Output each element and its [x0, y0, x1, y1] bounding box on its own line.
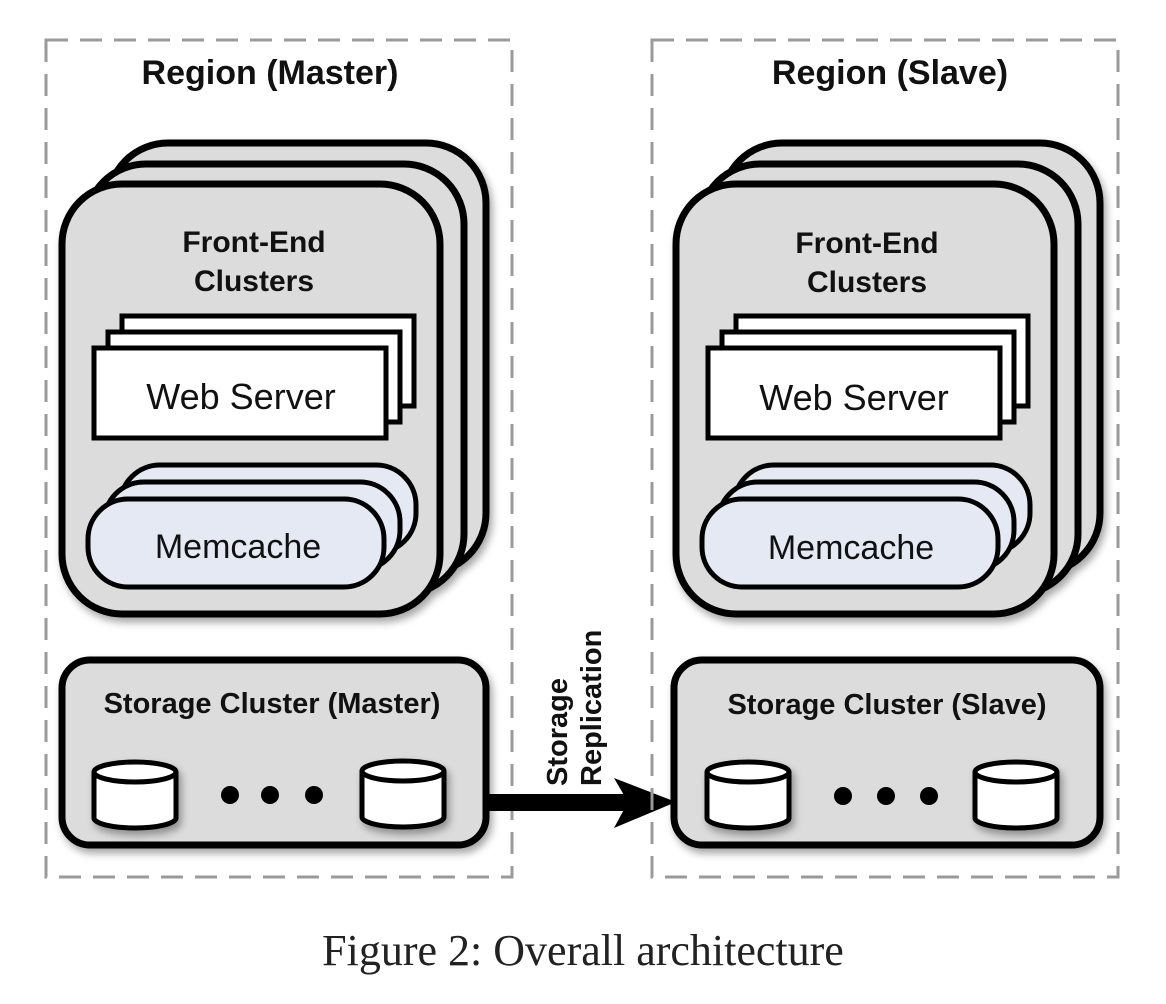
memcache-label-slave: Memcache [768, 529, 934, 567]
storage-cluster-label-master: Storage Cluster (Master) [104, 688, 441, 720]
storage-cluster-label-slave: Storage Cluster (Slave) [727, 689, 1046, 721]
storage-replication-arrow [488, 778, 676, 828]
replication-label-line1: Storage [542, 678, 574, 786]
database-icon [359, 758, 447, 830]
replication-label-line2: Replication [576, 630, 608, 786]
ellipsis-dots [221, 786, 323, 804]
memcache-stack-slave [699, 462, 1033, 590]
database-icon [972, 759, 1060, 831]
front-end-label-master: Front-End [182, 226, 325, 259]
database-icon [91, 759, 179, 831]
front-end-label-slave: Front-End [795, 227, 938, 260]
front-end-label-slave-2: Clusters [807, 266, 927, 299]
region-master: Region (Master) Front-End Clusters Web S… [44, 38, 514, 879]
web-server-stack-master [91, 313, 417, 441]
region-slave-border [650, 38, 1120, 879]
memcache-stack-master [85, 462, 419, 590]
ellipsis-dots [834, 787, 938, 805]
web-server-label-master: Web Server [146, 376, 335, 417]
database-icon [704, 759, 792, 831]
region-slave: Region (Slave) Front-End Clusters Web Se… [650, 38, 1120, 879]
memcache-label-master: Memcache [155, 528, 321, 566]
region-master-title: Region (Master) [142, 54, 399, 92]
region-master-border [44, 38, 514, 879]
front-end-label-master-2: Clusters [194, 265, 314, 298]
web-server-stack-slave [705, 313, 1031, 441]
figure-caption: Figure 2: Overall architecture [322, 926, 844, 975]
region-slave-title: Region (Slave) [772, 54, 1008, 92]
web-server-label-slave: Web Server [759, 377, 948, 418]
